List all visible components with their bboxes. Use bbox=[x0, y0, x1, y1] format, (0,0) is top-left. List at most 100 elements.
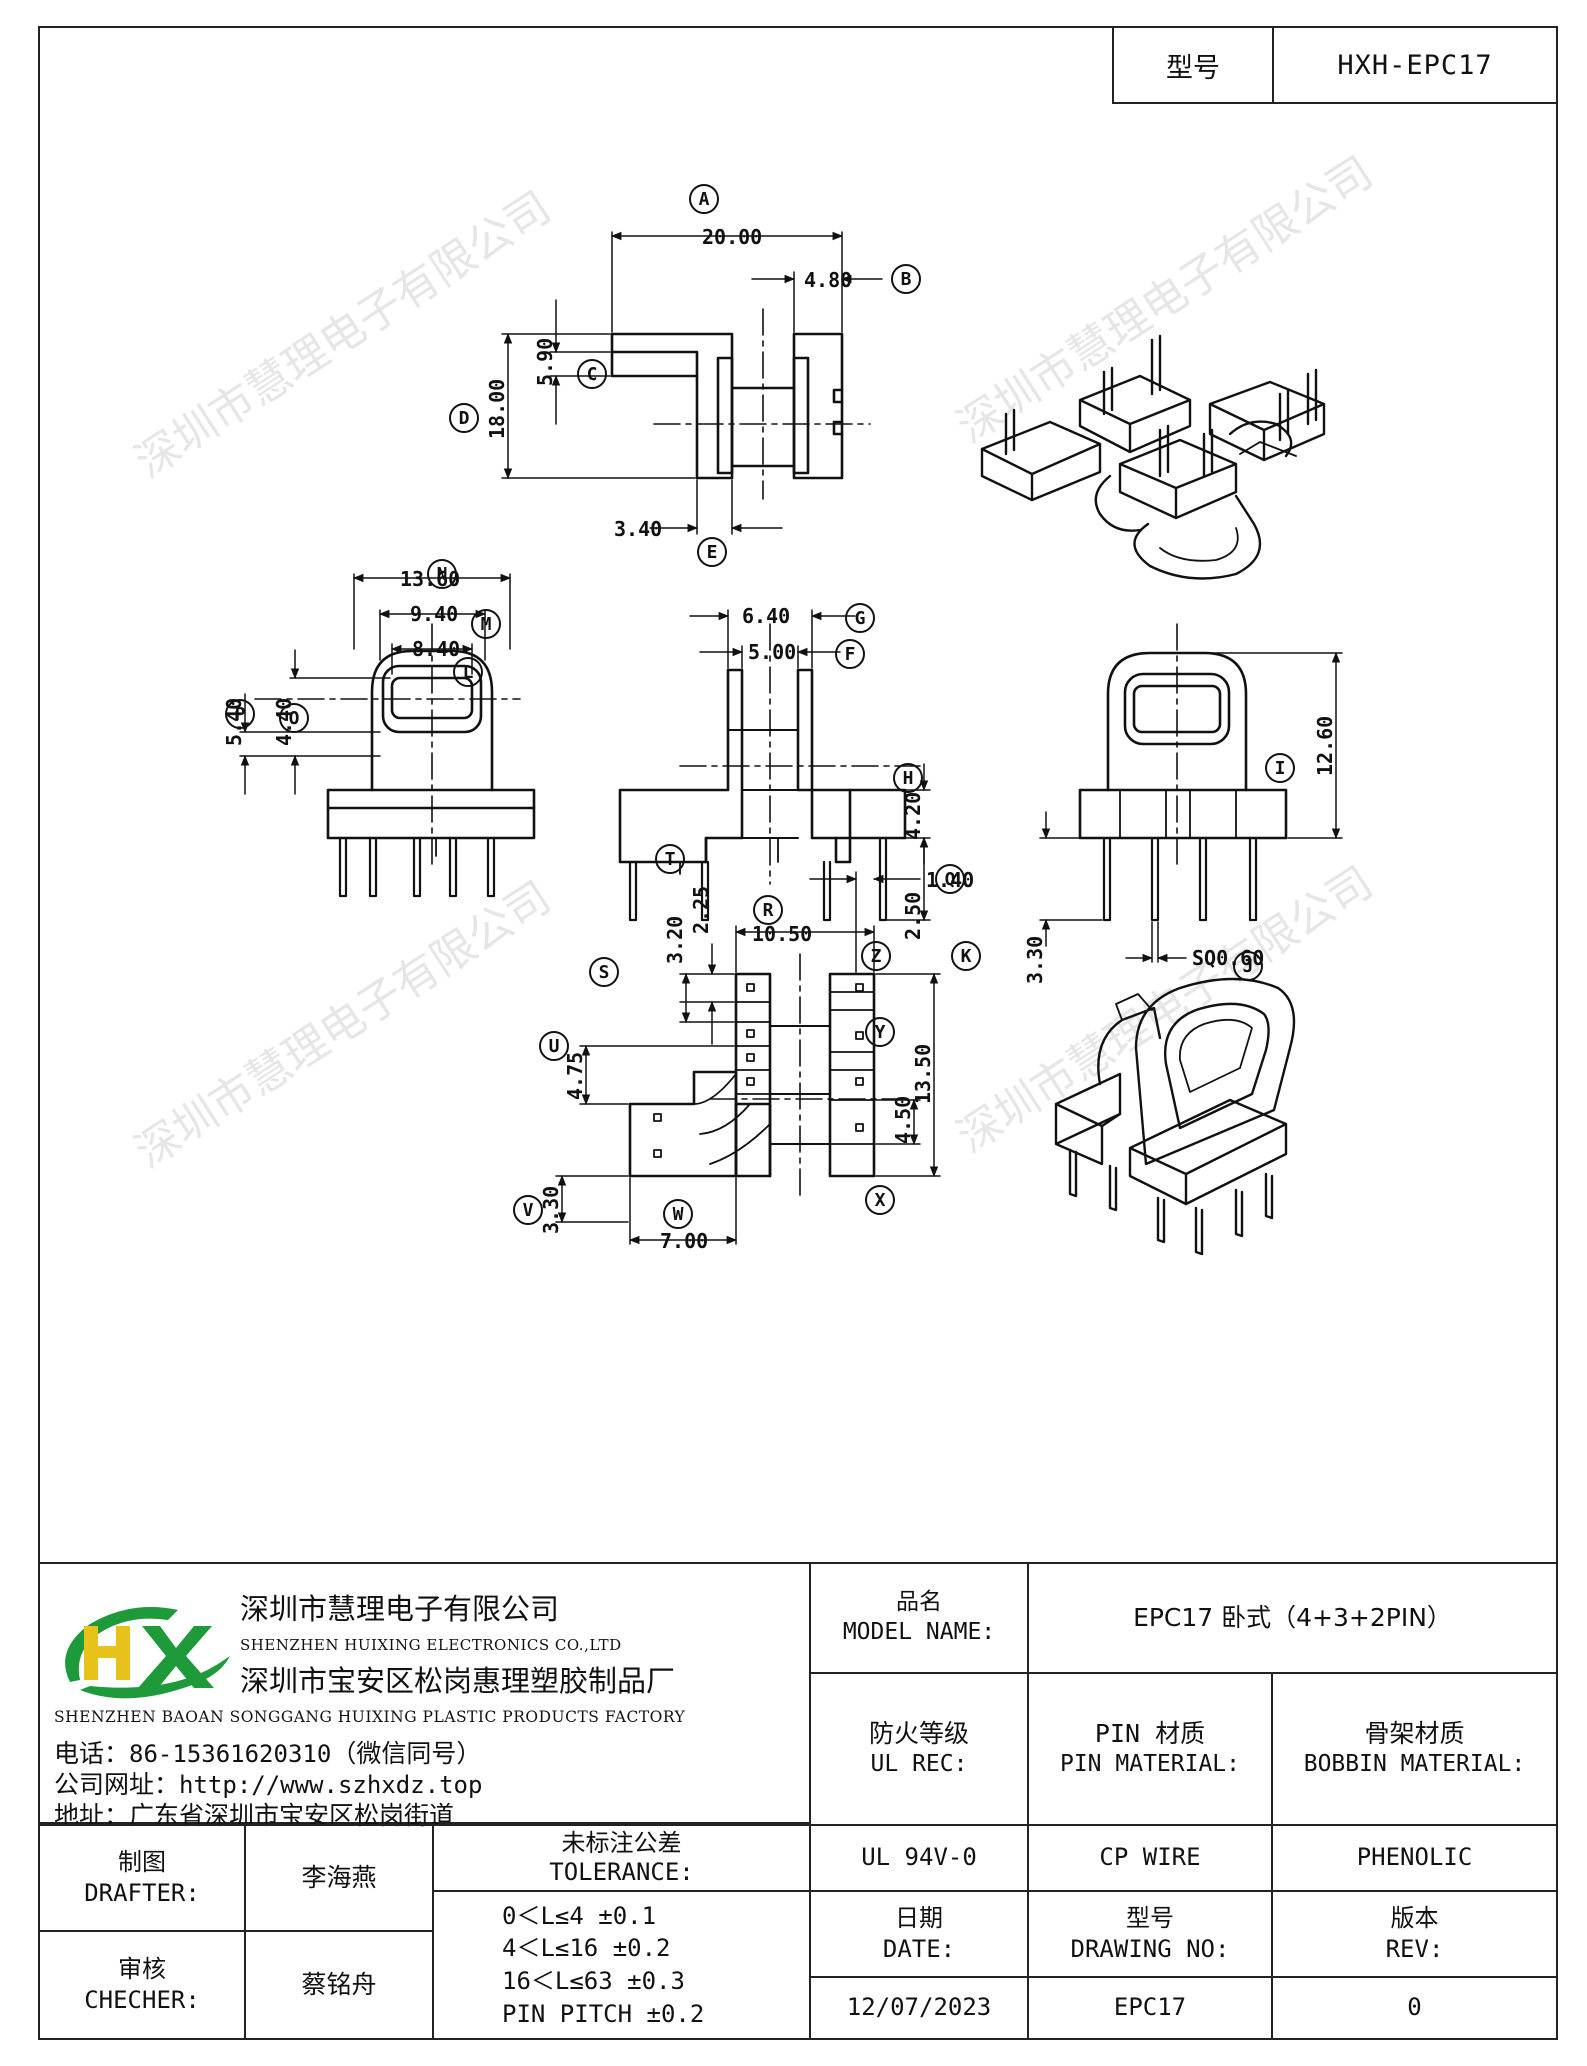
dimension-labels: 20.00 4.80 5.90 18.00 3.40 13.60 9.40 8.… bbox=[222, 225, 1337, 1253]
svg-text:O: O bbox=[289, 708, 300, 729]
dim-G-value: 6.40 bbox=[742, 604, 790, 628]
header-model-value: HXH-EPC17 bbox=[1272, 26, 1558, 104]
fire-rating-label: 防火等级 UL REC: bbox=[809, 1672, 1029, 1826]
side-profile bbox=[796, 668, 852, 864]
side-profile bbox=[834, 788, 907, 840]
tolerance-label-cn: 未标注公差 bbox=[561, 1829, 682, 1858]
pin-material-label-cn: PIN 材质 bbox=[1094, 1718, 1206, 1748]
bobbin-left-wall bbox=[610, 350, 699, 378]
model-name-value: EPC17 卧式（4+3+2PIN） bbox=[1027, 1562, 1558, 1674]
dim-S-value: 3.20 bbox=[663, 916, 687, 964]
bottom-view bbox=[555, 871, 941, 1245]
website-label: 公司网址： bbox=[54, 1770, 180, 1799]
dim-X-value: 4.50 bbox=[891, 1096, 915, 1144]
base-block bbox=[326, 788, 536, 840]
tolerance-line: 16＜L≤63 ±0.3 bbox=[502, 1967, 685, 1995]
dim-C-value: 5.90 bbox=[533, 338, 557, 386]
fire-rating-label-cn: 防火等级 bbox=[868, 1718, 969, 1748]
watermark: 深圳市慧理电子有限公司 bbox=[126, 872, 560, 1178]
bobbin-material-label: 骨架材质 BOBBIN MATERIAL: bbox=[1271, 1672, 1558, 1826]
svg-text:S: S bbox=[599, 962, 610, 983]
dim-W-value: 7.00 bbox=[660, 1229, 708, 1253]
dim-T-value: 2.25 bbox=[689, 886, 713, 934]
svg-text:N: N bbox=[437, 564, 448, 585]
svg-text:M: M bbox=[481, 614, 492, 635]
date-label: 日期 DATE: bbox=[809, 1890, 1029, 1978]
tolerance-line: 0＜L≤4 ±0.1 bbox=[502, 1901, 657, 1930]
pins bbox=[338, 836, 496, 898]
date-label-cn: 日期 bbox=[895, 1903, 943, 1932]
company-name-en: SHENZHEN HUIXING ELECTRONICS CO.,LTD bbox=[240, 1636, 622, 1654]
svg-text:X: X bbox=[875, 1190, 886, 1211]
dim-U-value: 4.75 bbox=[563, 1052, 587, 1100]
dim-M-value: 9.40 bbox=[410, 602, 458, 626]
svg-text:C: C bbox=[587, 364, 598, 385]
rev-label-cn: 版本 bbox=[1390, 1903, 1439, 1932]
website-value[interactable]: http://www.szhxdz.top bbox=[179, 1771, 483, 1799]
side-pin bbox=[628, 836, 888, 922]
dim-K-value: 3.30 bbox=[1023, 936, 1047, 984]
bobbin-material-label-cn: 骨架材质 bbox=[1364, 1718, 1465, 1748]
svg-text:L: L bbox=[463, 662, 474, 683]
dim-P-value: 5.40 bbox=[222, 698, 246, 746]
dim-N-value: 13.60 bbox=[400, 567, 460, 591]
rear-pin bbox=[1102, 836, 1258, 922]
drafter-label-en: DRAFTER: bbox=[84, 1879, 200, 1907]
phone-line: 电话：86-15361620310（微信同号） bbox=[54, 1734, 481, 1770]
bobbin-flange bbox=[716, 356, 734, 475]
fire-rating-label-en: UL REC: bbox=[870, 1751, 968, 1778]
phone-note: （微信同号） bbox=[331, 1739, 482, 1768]
pin-material-label: PIN 材质 PIN MATERIAL: bbox=[1027, 1672, 1273, 1826]
drafter-name-text: 李海燕 bbox=[301, 1862, 377, 1892]
fire-rating-value: UL 94V-0 bbox=[809, 1824, 1029, 1892]
drafter-name: 李海燕 bbox=[244, 1824, 434, 1932]
svg-text:B: B bbox=[901, 269, 912, 290]
svg-text:D: D bbox=[459, 408, 470, 429]
svg-text:K: K bbox=[961, 946, 972, 967]
rev-label: 版本 REV: bbox=[1271, 1890, 1558, 1978]
dim-E-value: 3.40 bbox=[614, 517, 662, 541]
drafter-label: 制图 DRAFTER: bbox=[38, 1824, 246, 1932]
bobbin-material-label-en: BOBBIN MATERIAL: bbox=[1303, 1751, 1526, 1778]
drafter-label-cn: 制图 bbox=[118, 1847, 166, 1876]
rev-value-text: 0 bbox=[1407, 1993, 1422, 2022]
technical-drawing: 深圳市慧理电子有限公司 深圳市慧理电子有限公司 深圳市慧理电子有限公司 深圳市慧… bbox=[126, 147, 1382, 1256]
title-block: 深圳市慧理电子有限公司 SHENZHEN HUIXING ELECTRONICS… bbox=[38, 1562, 1558, 2040]
rear-view bbox=[1039, 623, 1343, 963]
date-label-en: DATE: bbox=[882, 1935, 956, 1963]
dim-Z-value: 2.50 bbox=[901, 892, 925, 940]
model-name-label-en: MODEL NAME: bbox=[842, 1619, 996, 1645]
dim-Y-value: 13.50 bbox=[911, 1044, 935, 1104]
pin-material-value-text: CP WIRE bbox=[1099, 1843, 1201, 1872]
header-model-label: 型号 bbox=[1112, 26, 1274, 104]
checker-label: 审核 CHECHER: bbox=[38, 1930, 246, 2040]
drawing-no-value-text: EPC17 bbox=[1113, 1993, 1187, 2022]
pin-material-value: CP WIRE bbox=[1027, 1824, 1273, 1892]
side-view bbox=[618, 609, 931, 922]
dim-B-value: 4.80 bbox=[804, 268, 852, 292]
rev-label-en: REV: bbox=[1385, 1935, 1444, 1963]
svg-text:T: T bbox=[665, 849, 676, 870]
checker-label-cn: 审核 bbox=[118, 1954, 166, 1983]
dim-J-value: SQ0.60 bbox=[1192, 946, 1264, 970]
tolerance-line: PIN PITCH ±0.2 bbox=[502, 1999, 705, 2028]
drawing-no-label-en: DRAWING NO: bbox=[1070, 1935, 1230, 1963]
rev-value: 0 bbox=[1271, 1976, 1558, 2040]
flange-right bbox=[828, 972, 876, 1178]
watermark: 深圳市慧理电子有限公司 bbox=[126, 182, 560, 488]
factory-name-en: SHENZHEN BAOAN SONGGANG HUIXING PLASTIC … bbox=[54, 1708, 686, 1726]
svg-text:F: F bbox=[845, 644, 856, 665]
dim-I-value: 12.60 bbox=[1313, 716, 1337, 776]
front-view bbox=[239, 573, 536, 898]
svg-text:H: H bbox=[903, 768, 914, 789]
dim-F-value: 5.00 bbox=[748, 640, 796, 664]
date-value: 12/07/2023 bbox=[809, 1976, 1029, 2040]
model-name-value-text: EPC17 卧式（4+3+2PIN） bbox=[1133, 1602, 1452, 1632]
watermark: 深圳市慧理电子有限公司 bbox=[948, 857, 1382, 1163]
base-block bbox=[1078, 788, 1288, 840]
isometric-view-pins-up bbox=[980, 334, 1326, 580]
svg-text:J: J bbox=[1243, 956, 1254, 977]
svg-text:Q: Q bbox=[945, 869, 956, 890]
dim-Q-value: 1.40 bbox=[926, 868, 974, 892]
